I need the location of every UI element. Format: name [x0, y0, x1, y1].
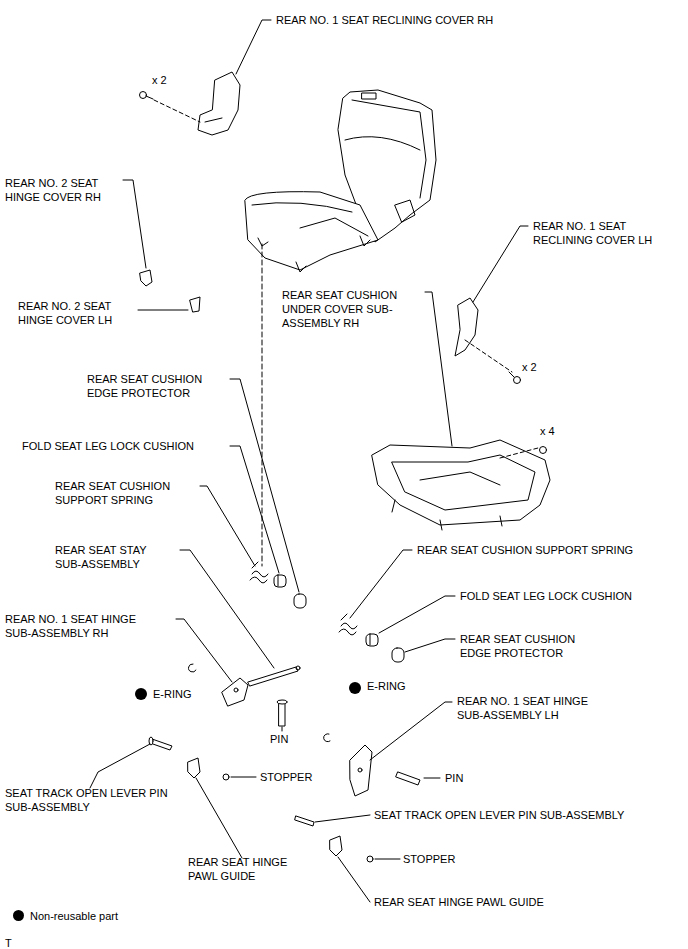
part-label: REAR NO. 1 SEAT RECLINING COVER LH — [533, 219, 668, 247]
quantity-label: x 2 — [152, 73, 167, 87]
part-label: REAR NO. 1 SEAT HINGE SUB-ASSEMBLY RH — [5, 612, 165, 640]
part-label: STOPPER — [260, 770, 312, 784]
quantity-label: PIN — [445, 771, 463, 785]
part-label: REAR SEAT CUSHION EDGE PROTECTOR — [87, 372, 222, 400]
quantity-label: T — [5, 936, 12, 949]
part-label: FOLD SEAT LEG LOCK CUSHION — [460, 589, 632, 603]
part-label: REAR NO. 2 SEAT HINGE COVER LH — [18, 299, 136, 327]
part-label: FOLD SEAT LEG LOCK CUSHION — [22, 439, 194, 453]
part-label: REAR SEAT CUSHION SUPPORT SPRING — [55, 479, 190, 507]
part-label: E-RING — [367, 679, 406, 693]
part-label: REAR SEAT HINGE PAWL GUIDE — [188, 855, 303, 883]
part-label: REAR SEAT CUSHION EDGE PROTECTOR — [460, 632, 595, 660]
part-label: REAR SEAT HINGE PAWL GUIDE — [374, 895, 544, 909]
quantity-label: x 4 — [540, 424, 555, 438]
part-label: REAR SEAT CUSHION SUPPORT SPRING — [417, 543, 633, 557]
part-label: SEAT TRACK OPEN LEVER PIN SUB-ASSEMBLY — [374, 808, 624, 822]
part-label: REAR SEAT CUSHION UNDER COVER SUB-ASSEMB… — [282, 288, 410, 330]
part-label: REAR SEAT STAY SUB-ASSEMBLY — [55, 543, 167, 571]
quantity-label: PIN — [270, 732, 288, 746]
part-label: REAR NO. 2 SEAT HINGE COVER RH — [5, 176, 123, 204]
part-label: E-RING — [153, 687, 192, 701]
legend-dot — [13, 910, 24, 921]
legend-text: Non-reusable part — [30, 909, 118, 923]
part-label: REAR NO. 1 SEAT HINGE SUB-ASSEMBLY LH — [457, 694, 617, 722]
part-label: SEAT TRACK OPEN LEVER PIN SUB-ASSEMBLY — [5, 786, 170, 814]
quantity-label: x 2 — [522, 360, 537, 374]
part-label: REAR NO. 1 SEAT RECLINING COVER RH — [276, 13, 493, 27]
part-label: STOPPER — [403, 852, 455, 866]
